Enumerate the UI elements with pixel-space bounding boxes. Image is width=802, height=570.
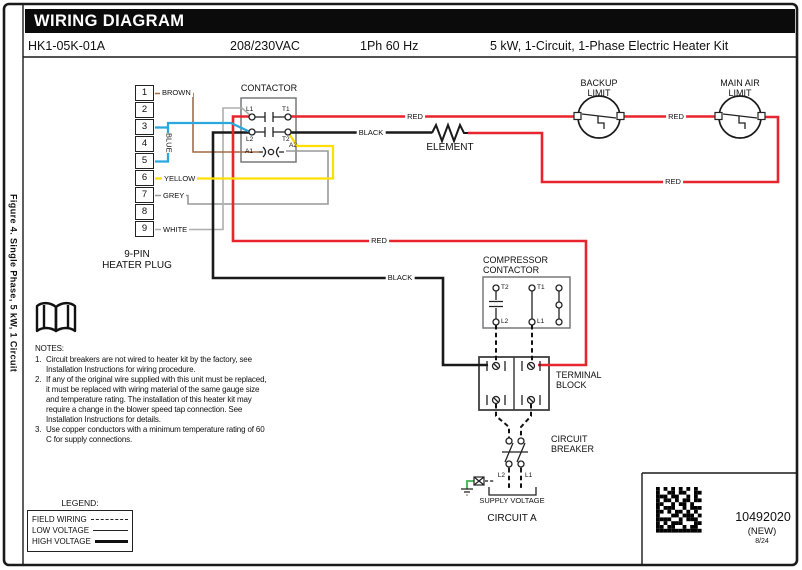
circuit-breaker-label-2: BREAKER [551,444,595,454]
note-item: 2.If any of the original wire supplied w… [35,375,267,424]
kit-description: 5 kW, 1-Circuit, 1-Phase Electric Heater… [490,39,729,53]
contactor-terminal-l1: L1 [246,106,254,113]
phase-frequency: 1Ph 60 Hz [360,39,419,53]
contactor-terminal-t2: T2 [282,136,290,143]
legend-line-sample-dashed [90,519,128,520]
heater-plug-pin-6: 6 [135,170,154,186]
wire-label-black-2: BLACK [385,273,415,282]
legend-line-sample-thick [94,540,128,543]
wire-label-red-1: RED [405,112,425,121]
contactor-terminal-l2: L2 [246,136,254,143]
compressor-terminal-l2: L2 [501,318,509,325]
compressor-terminal-t1: T1 [537,284,545,291]
wire-label-white: WHITE [161,225,190,234]
wire-label-yellow: YELLOW [162,174,198,183]
contactor-title: CONTACTOR [240,83,298,93]
legend-row-dashed: FIELD WIRING [32,514,128,525]
main-air-limit-label-1: MAIN AIR [720,78,760,88]
legend-row-thin: LOW VOLTAGE [32,525,128,536]
compressor-contactor-internals [489,284,563,326]
title-bar: WIRING DIAGRAM [25,9,795,33]
terminal-block-label-1: TERMINAL [556,370,602,380]
compressor-contactor-label-1: COMPRESSOR [483,255,549,265]
notes-heading: NOTES: [35,344,64,353]
notes-block: NOTES: 1.Circuit breakers are not wired … [35,344,267,445]
contactor-terminal-a1: A1 [245,148,253,155]
model-number: HK1-05K-01A [28,39,106,53]
supply-voltage-label: SUPPLY VOLTAGE [479,496,545,505]
wire-label-blue: BLUE [163,133,175,153]
compressor-contactor-label-2: CONTACTOR [483,265,540,275]
heater-plug-pin-2: 2 [135,102,154,118]
datamatrix-code [656,487,702,533]
compressor-terminal-t2: T2 [501,284,509,291]
wires [155,92,780,490]
wire-label-red-3: RED [663,177,683,186]
compressor-terminal-l1: L1 [537,318,545,325]
breaker-terminal-l2: L2 [497,472,505,479]
limit-switch-internals [573,111,766,129]
legend-line-sample-thin [93,530,128,531]
element-label: ELEMENT [426,142,474,153]
contactor-terminal-t1: T1 [282,106,290,113]
wire-label-brown: BROWN [160,88,193,97]
revision-status: (NEW) [747,526,777,537]
legend-title: LEGEND: [61,498,99,508]
heater-plug-pin-9: 9 [135,221,154,237]
note-item: 1.Circuit breakers are not wired to heat… [35,355,252,374]
wire-label-grey: GREY [161,191,187,200]
contactor-terminal-a2: A2 [289,142,297,149]
revision-date: 8/24 [755,538,769,545]
part-number: 10492020 [735,510,791,524]
backup-limit-body [577,95,621,139]
heater-plug-pin-5: 5 [135,153,154,169]
breaker-terminal-l1: L1 [525,472,533,479]
wire-label-red-2: RED [666,112,686,121]
contactor-internals [248,112,292,158]
terminal-block-body [478,356,550,411]
heater-plug-pin-4: 4 [135,136,154,152]
plug-label-2: HEATER PLUG [102,260,172,271]
note-item: 3.Use copper conductors with a minimum t… [35,425,265,444]
heater-plug-pin-8: 8 [135,204,154,220]
circuit-breaker-label-1: CIRCUIT [551,434,588,444]
main-air-limit-label-2: LIMIT [728,88,752,98]
manual-book-icon [35,301,77,333]
terminal-block-label-2: BLOCK [556,380,587,390]
wire-label-red-4: RED [369,236,389,245]
plug-label-1: 9-PIN [124,249,150,260]
notes-items: 1.Circuit breakers are not wired to heat… [35,355,267,445]
voltage-rating: 208/230VAC [230,39,300,53]
heater-plug-pin-7: 7 [135,187,154,203]
backup-limit-label-1: BACKUP [580,78,618,88]
legend-row-thick: HIGH VOLTAGE [32,536,128,547]
heater-plug-pin-3: 3 [135,119,154,135]
page-title: WIRING DIAGRAM [34,11,185,30]
circuit-a-label: CIRCUIT A [487,513,537,524]
heater-plug-pin-1: 1 [135,85,154,101]
main-air-limit-body [718,95,762,139]
wire-label-black-1: BLACK [356,128,386,137]
terminal-block-internals [486,361,541,405]
circuit-breaker-internals [461,437,537,496]
backup-limit-label-2: LIMIT [587,88,611,98]
figure-caption: Figure 4. Single Phase, 5 kW, 1 Circuit [8,193,19,373]
